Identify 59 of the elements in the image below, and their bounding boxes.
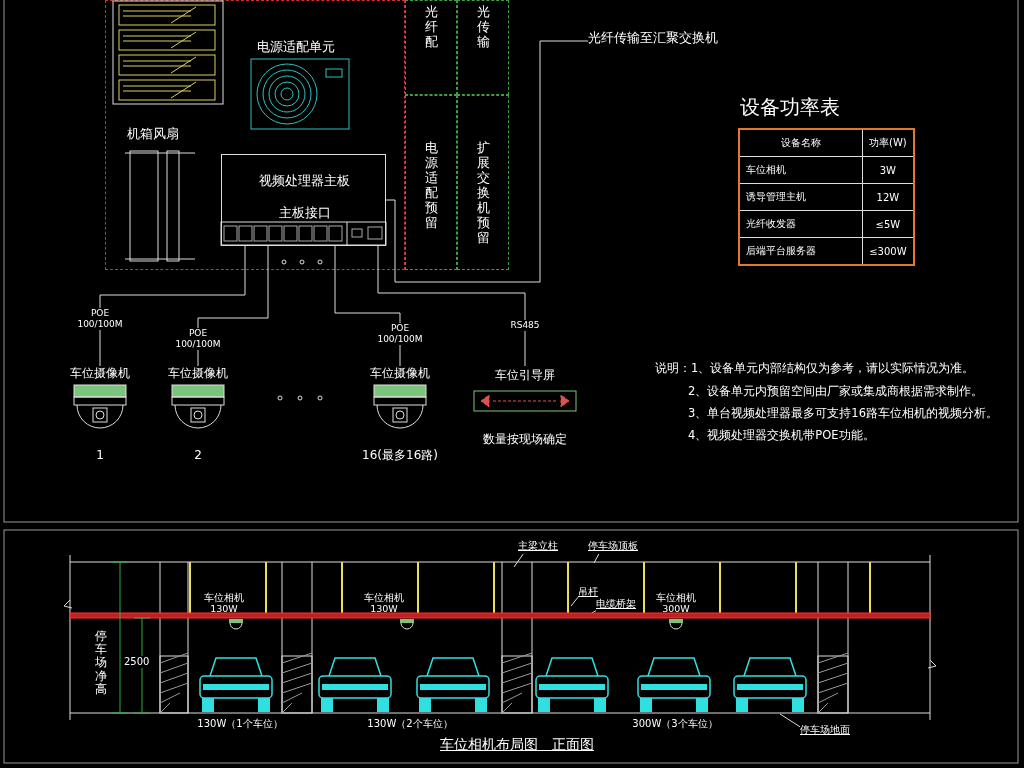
annotation-text: 车位相机 300W [655,592,697,615]
unit-label: 电源适配单元 [257,39,335,55]
reserved-slot [457,95,509,270]
connector-line [377,244,526,367]
edge-label: POE 100/100M [76,308,124,330]
table-cell: 诱导管理主机 [739,183,863,211]
slot-label: 扩展交换机预留 [476,141,490,246]
annotation-text: 光纤传输至汇聚交换机 [588,30,733,46]
edge-label: POE 100/100M [376,323,424,345]
annotation-text: 吊杆 [578,586,608,598]
leader-line [570,596,579,607]
board-subtitle: 主板接口 [277,205,332,221]
annotation-text: 130W（2个车位） [366,718,454,730]
note-text: 说明：1、设备单元内部结构仅为参考，请以实际情况为准。 [655,362,976,376]
display-label: 车位引导屏 [494,368,556,383]
slot-label: 光传输 [476,5,490,50]
camera-label: 车位摄像机 [369,366,431,381]
camera-label: 车位摄像机 [167,366,229,381]
leader-line [593,553,600,564]
table-header-cell: 设备名称 [739,129,863,157]
annotation-text: 130W（1个车位） [196,718,284,730]
slot-label: 光纤配 [424,5,438,50]
edge-label: POE 100/100M [174,328,222,350]
annotation-text: 停车场顶板 [588,540,642,552]
caption-text: 16(最多16路) [361,448,439,463]
dimension-text: 2500 [124,656,150,668]
annotation-text: 300W（3个车位） [631,718,719,730]
dimension-text: 停车场净高 [93,630,108,696]
leader-line [513,553,524,568]
board-title: 视频处理器主板 [258,173,351,189]
caption-text: 1 [95,448,105,463]
table-cell: 车位相机 [739,156,863,184]
reserved-slot [405,0,457,95]
note-text: 2、设备单元内预留空间由厂家或集成商根据需求制作。 [688,385,985,399]
processor-board [221,154,386,246]
note-text: 4、视频处理器交换机带POE功能。 [688,429,876,443]
caption-text: 2 [193,448,203,463]
annotation-text: 停车场地面 [800,724,872,736]
annotation-text: 电缆桥架 [596,598,640,610]
note-text: 3、单台视频处理器最多可支持16路车位相机的视频分析。 [688,407,999,421]
connector-line [384,40,589,283]
reserved-slot [457,0,509,95]
connector-line [334,244,401,367]
annotation-text: 车位相机 130W [363,592,405,615]
table-cell: 光纤收发器 [739,210,863,238]
table-title: 设备功率表 [740,95,841,119]
camera-label: 车位摄像机 [69,366,131,381]
unit-label: 机箱风扇 [127,126,179,142]
cabinet-outline [105,0,405,270]
connector-line [197,244,269,367]
reserved-slot [405,95,457,270]
connector-line [99,244,246,367]
caption-text: 数量按现场确定 [482,432,568,447]
annotation-text: 主梁立柱 [518,540,570,552]
drawing-caption: 车位相机布局图 正面图 [440,736,594,753]
leader-line [779,713,801,728]
power-adapter-unit [249,39,353,131]
slot-label: 电源适配预留 [424,141,438,231]
annotation-text: 车位相机 130W [203,592,245,615]
